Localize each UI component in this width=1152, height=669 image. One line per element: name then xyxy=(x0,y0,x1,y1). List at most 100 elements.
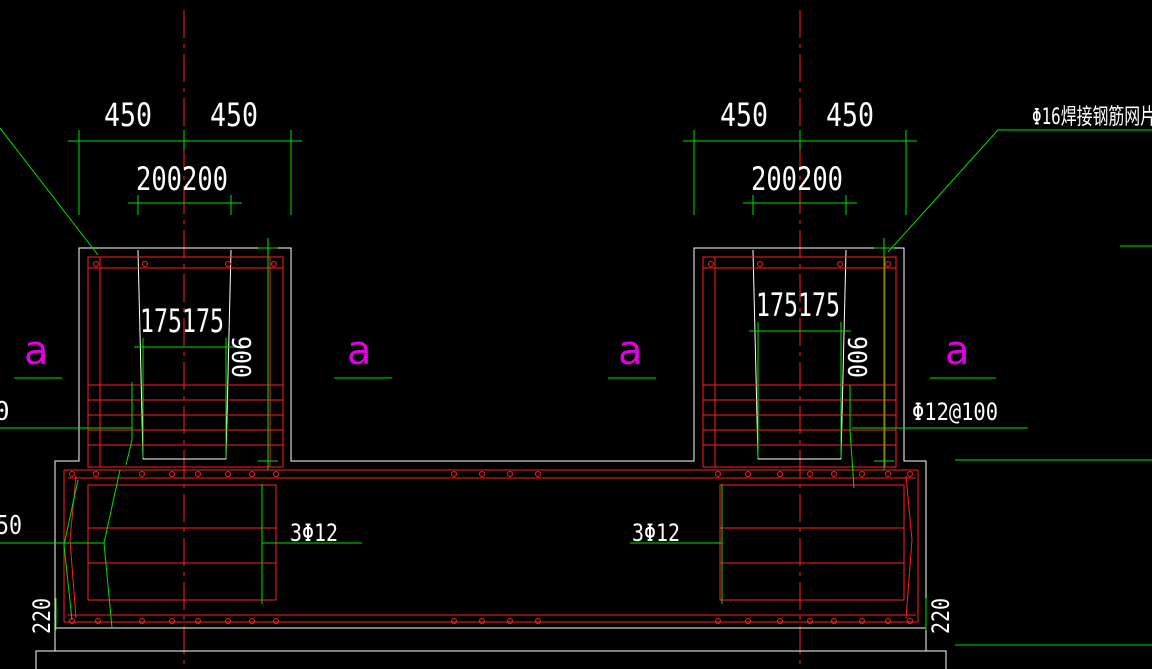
rebar-cage-right-col xyxy=(702,256,897,468)
rebar-section-dot xyxy=(507,471,513,477)
dim-right-vertical-text: 900 xyxy=(841,336,871,378)
dim-left-top-right-text: 450 xyxy=(210,96,258,134)
stirrup-right-text: 3Φ12 xyxy=(632,519,680,547)
rebar-section-dot xyxy=(195,471,201,477)
pocket-right-wall-a xyxy=(752,249,759,460)
rebar-section-dot xyxy=(715,471,721,477)
rebar-section-dot xyxy=(225,471,231,477)
rebar-section-dot xyxy=(451,618,457,624)
rebar-section-dot xyxy=(93,471,99,477)
rebar-section-dot xyxy=(479,471,485,477)
dim-left-mid-right-text: 200 xyxy=(182,160,228,198)
rebar-right-hook xyxy=(905,475,913,619)
rebar-section-dot xyxy=(885,618,891,624)
rebar-section-dot xyxy=(715,618,721,624)
rebar-section-dot xyxy=(757,261,763,267)
rebar-section-dot xyxy=(907,618,913,624)
rebar-section-dot xyxy=(745,618,751,624)
leader-left-bent xyxy=(125,382,133,466)
rebar-dots xyxy=(69,261,913,624)
outline-ground-strip xyxy=(35,650,947,669)
rebar-base-left xyxy=(87,484,277,601)
pocket-right-wall-b xyxy=(840,249,847,460)
centerlines xyxy=(183,10,801,669)
section-mark-a-4: a xyxy=(945,328,970,374)
dim-right-mid-left-text: 200 xyxy=(751,160,797,198)
rebar-note-right-text: Φ12@100 xyxy=(912,398,998,426)
rebar-section-dot xyxy=(807,618,813,624)
section-mark-a-1: a xyxy=(24,328,49,374)
dimension-text-right: 450 450 200 200 175 175 900 3Φ12 Φ12@100… xyxy=(632,96,1152,634)
rebar-base-right xyxy=(719,484,905,601)
rebar-section-dot xyxy=(859,471,865,477)
dim-left-inner-right-text: 175 xyxy=(182,302,224,340)
rebar-section-dot xyxy=(271,261,277,267)
partial-left-text-1: 0 xyxy=(0,397,10,427)
rebar-section-dot xyxy=(507,618,513,624)
rebar-section-dot xyxy=(535,618,541,624)
leader-left-hook xyxy=(63,479,79,621)
rebar-lines xyxy=(63,256,919,623)
dimension-text-left: 450 450 200 200 175 175 900 3Φ12 0 50 22… xyxy=(0,96,338,634)
stirrup-left-text: 3Φ12 xyxy=(290,519,338,547)
rebar-section-dot xyxy=(777,471,783,477)
rebar-section-dot xyxy=(249,618,255,624)
rebar-section-dot xyxy=(225,261,231,267)
rebar-section-dot xyxy=(831,618,837,624)
rebar-section-dot xyxy=(139,618,145,624)
rebar-section-dot xyxy=(708,261,714,267)
partial-left-text-2: 50 xyxy=(0,511,22,541)
pocket-left-wall-b xyxy=(225,249,232,460)
rebar-section-dot xyxy=(451,471,457,477)
rebar-section-dot xyxy=(169,471,175,477)
dim-base-right-text: 220 xyxy=(927,598,955,634)
section-marks: a a a a xyxy=(24,328,970,374)
dim-base-left-text: 220 xyxy=(28,598,56,634)
dim-left-inner-left-text: 175 xyxy=(140,302,182,340)
dim-right-top-left-text: 450 xyxy=(720,96,768,134)
rebar-section-dot xyxy=(225,618,231,624)
rebar-section-dot xyxy=(831,471,837,477)
rebar-left-hook xyxy=(69,475,77,619)
rebar-section-dot xyxy=(907,471,913,477)
rebar-section-dot xyxy=(169,618,175,624)
dimension-lines xyxy=(0,127,1152,646)
dim-right-inner-right-text: 175 xyxy=(798,286,840,324)
leader-right-mesh xyxy=(887,129,1152,253)
rebar-section-dot xyxy=(807,471,813,477)
rebar-section-dot xyxy=(745,471,751,477)
dim-right-inner-left-text: 175 xyxy=(756,286,798,324)
rebar-section-dot xyxy=(777,618,783,624)
dim-left-vertical-text: 900 xyxy=(225,336,255,378)
rebar-section-dot xyxy=(885,471,891,477)
section-mark-a-3: a xyxy=(618,328,643,374)
leader-left-stirrup xyxy=(103,469,121,629)
rebar-section-dot xyxy=(885,261,891,267)
outline-main xyxy=(54,247,927,651)
leader-left-top xyxy=(0,127,99,256)
dim-left-mid-left-text: 200 xyxy=(136,160,182,198)
rebar-section-dot xyxy=(142,261,148,267)
rebar-section-dot xyxy=(859,618,865,624)
rebar-section-dot xyxy=(837,261,843,267)
dim-right-top-right-text: 450 xyxy=(826,96,874,134)
rebar-section-dot xyxy=(273,471,279,477)
leader-right-bent xyxy=(849,385,855,489)
rebar-section-dot xyxy=(535,471,541,477)
rebar-section-dot xyxy=(93,261,99,267)
dim-right-mid-right-text: 200 xyxy=(797,160,843,198)
concrete-outline xyxy=(35,247,947,669)
rebar-section-dot xyxy=(479,618,485,624)
rebar-section-dot xyxy=(69,471,75,477)
rebar-section-dot xyxy=(95,618,101,624)
rebar-section-dot xyxy=(249,471,255,477)
pocket-left-wall-a xyxy=(137,249,144,460)
rebar-section-dot xyxy=(139,471,145,477)
rebar-cage-left-col xyxy=(87,256,284,468)
section-mark-a-2: a xyxy=(347,328,372,374)
dim-left-top-left-text: 450 xyxy=(104,96,152,134)
mesh-note-right-text: Φ16焊接钢筋网片 xyxy=(1032,105,1152,130)
rebar-section-dot xyxy=(273,618,279,624)
rebar-section-dot xyxy=(195,618,201,624)
